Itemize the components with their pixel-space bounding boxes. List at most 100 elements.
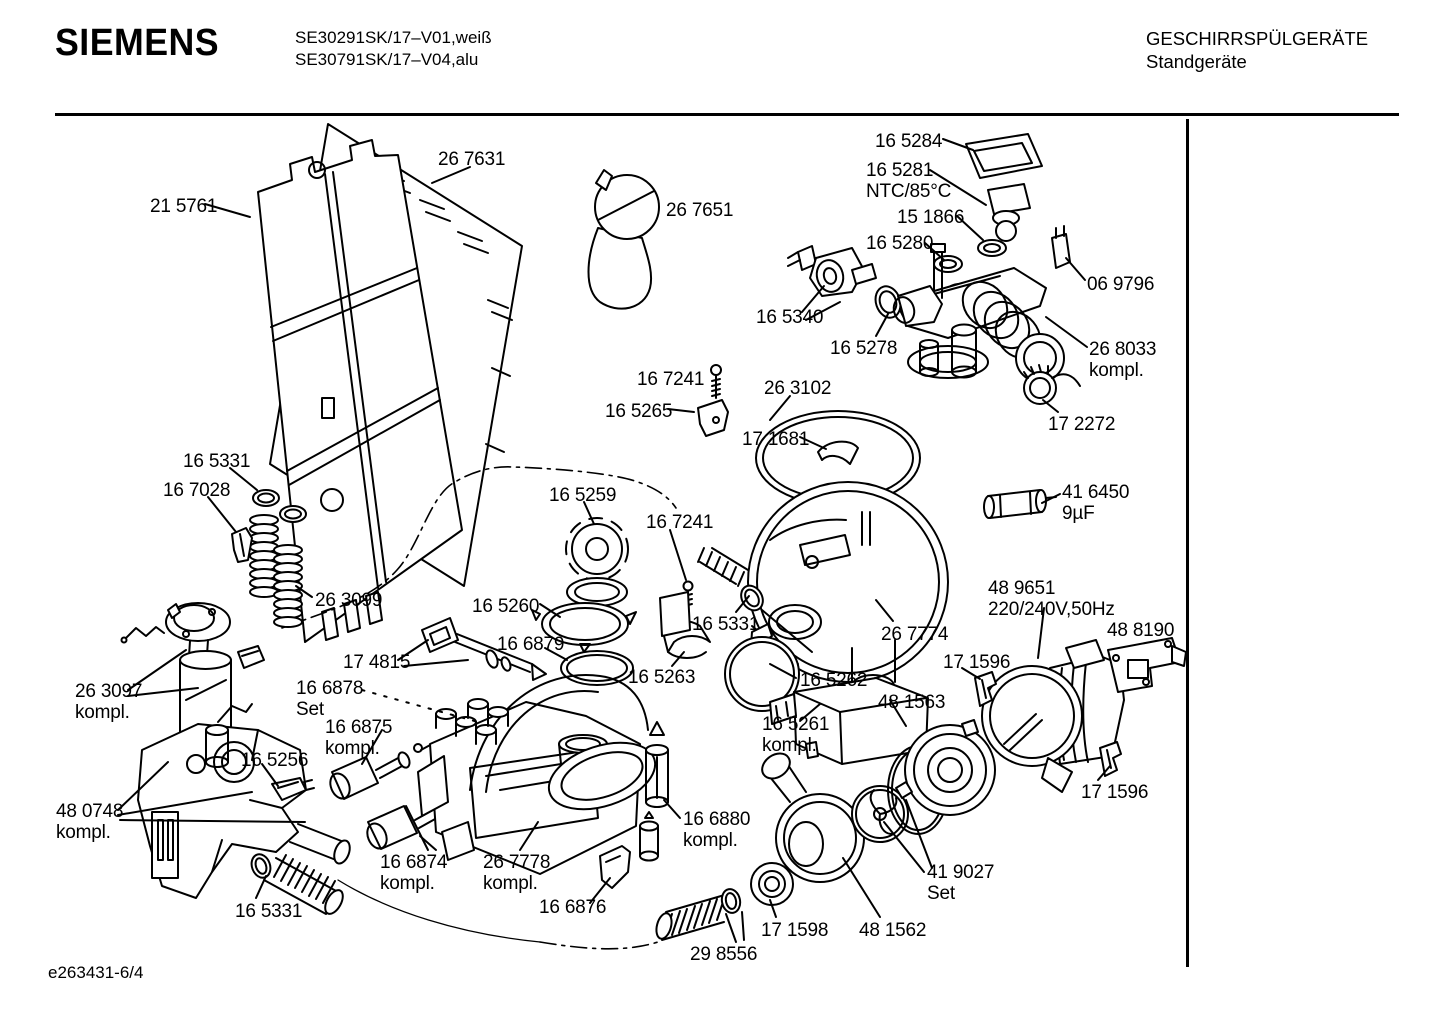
part-label: 16 5331 <box>235 901 302 922</box>
part-number: 16 5278 <box>830 338 898 359</box>
part-suffix: 9µF <box>1062 503 1095 524</box>
part-number: 16 7241 <box>637 369 705 390</box>
header-rule <box>55 113 1399 116</box>
part-suffix: kompl. <box>325 738 380 759</box>
subcategory-line: Standgeräte <box>1146 51 1247 72</box>
filter-cap-165259-drawing <box>565 517 629 581</box>
part-number: 48 0748 <box>56 801 124 822</box>
part-label: 26 3102 <box>764 378 831 399</box>
part-number: 29 8556 <box>690 944 758 965</box>
construction-arc <box>281 466 677 629</box>
part-number: 16 6878 <box>296 678 364 699</box>
part-number: 16 5256 <box>241 750 309 771</box>
part-number: 16 6875 <box>325 717 393 738</box>
part-number: 15 1866 <box>897 207 965 228</box>
part-suffix: Set <box>927 883 955 904</box>
part-label: 48 8190 <box>1107 620 1174 641</box>
part-label: 16 5284 <box>875 131 942 152</box>
part-number: 16 5280 <box>866 233 934 254</box>
part-label: 16 6876 <box>539 897 606 918</box>
part-label: 16 5280 <box>866 233 933 254</box>
o-ring-165331-top-drawing <box>252 489 307 523</box>
solenoid-166875-drawing <box>329 743 433 800</box>
o-ring-166879-drawing <box>560 650 634 686</box>
inner-door-panel-drawing <box>257 139 463 643</box>
part-label: 17 1596 <box>943 652 1010 673</box>
part-label: 17 2272 <box>1048 414 1115 435</box>
ntc-sensor-drawing <box>987 183 1031 242</box>
sump-assembly-267774-drawing <box>747 481 949 698</box>
part-number: 48 8190 <box>1107 620 1175 641</box>
model-line-1: SE30291SK/17–V01,weiß <box>295 28 492 47</box>
part-number: 17 4815 <box>343 652 411 673</box>
part-number: 16 5262 <box>800 670 868 691</box>
part-number: 16 6880 <box>683 809 751 830</box>
part-number: 26 3097 <box>75 681 143 702</box>
part-suffix: kompl. <box>1089 360 1144 381</box>
connection-curve <box>337 879 659 950</box>
part-number: 16 5259 <box>549 485 617 506</box>
model-numbers: SE30291SK/17–V01,weiß SE30791SK/17–V04,a… <box>295 27 492 71</box>
o-ring-151866-drawing <box>977 239 1007 257</box>
seal-ring-drawing <box>566 577 628 607</box>
screw-icon <box>710 364 722 399</box>
document-number: e263431-6/4 <box>48 963 144 982</box>
capacitor-416450-drawing <box>983 489 1057 519</box>
part-number: 16 5331 <box>692 614 760 635</box>
part-number: 48 1563 <box>878 692 946 713</box>
part-number: 26 7631 <box>438 149 506 170</box>
part-number: 26 3099 <box>315 590 383 611</box>
axle-174815-drawing <box>421 617 547 681</box>
hose-165331-bottom-drawing <box>250 853 344 915</box>
part-number: 16 6876 <box>539 897 607 918</box>
outlet-flange-drawing <box>547 741 657 811</box>
part-number: 16 7241 <box>646 512 714 533</box>
part-label: 06 9796 <box>1087 274 1154 295</box>
part-label: 16 5278 <box>830 338 897 359</box>
part-number: 17 1596 <box>943 652 1011 673</box>
part-label: 16 7241 <box>637 369 704 390</box>
pump-head-481563-drawing <box>895 719 1010 816</box>
category-line: GESCHIRRSPÜLGERÄTE <box>1146 28 1369 49</box>
part-number: 16 5340 <box>756 307 824 328</box>
part-label: 26 7651 <box>666 200 733 221</box>
o-ring-165262-drawing <box>724 636 800 712</box>
part-suffix: kompl. <box>483 873 538 894</box>
part-number: 48 9651 <box>988 578 1056 599</box>
part-number: 16 5281 <box>866 160 934 181</box>
bracket-165265-drawing <box>697 399 729 437</box>
part-number: 16 5263 <box>628 667 696 688</box>
part-label: 48 1562 <box>859 920 926 941</box>
filling-funnel-drawing <box>587 169 660 310</box>
pump-stub-drawing <box>892 285 943 327</box>
bellows-hose-drawing <box>697 547 749 587</box>
part-label: 16 6879 <box>497 634 564 655</box>
part-suffix: kompl. <box>762 735 817 756</box>
part-number: 16 6879 <box>497 634 565 655</box>
part-label: 26 7774 <box>881 624 948 645</box>
part-label: 26 7631 <box>438 149 505 170</box>
part-number: 16 5331 <box>235 901 303 922</box>
solenoid-166874-drawing <box>366 791 472 850</box>
part-suffix: kompl. <box>683 830 738 851</box>
bracket-166876-drawing <box>599 845 631 889</box>
part-number: 16 5261 <box>762 714 830 735</box>
part-number: 16 6874 <box>380 852 448 873</box>
inlet-valve-165340-drawing <box>787 245 877 297</box>
bracket-488190-drawing <box>1107 637 1187 693</box>
siemens-logo: SIEMENS <box>55 22 220 64</box>
part-label: 16 5259 <box>549 485 616 506</box>
part-number: 48 1562 <box>859 920 927 941</box>
part-label: 16 5340 <box>756 307 823 328</box>
category-title: GESCHIRRSPÜLGERÄTE Standgeräte <box>1146 27 1368 73</box>
